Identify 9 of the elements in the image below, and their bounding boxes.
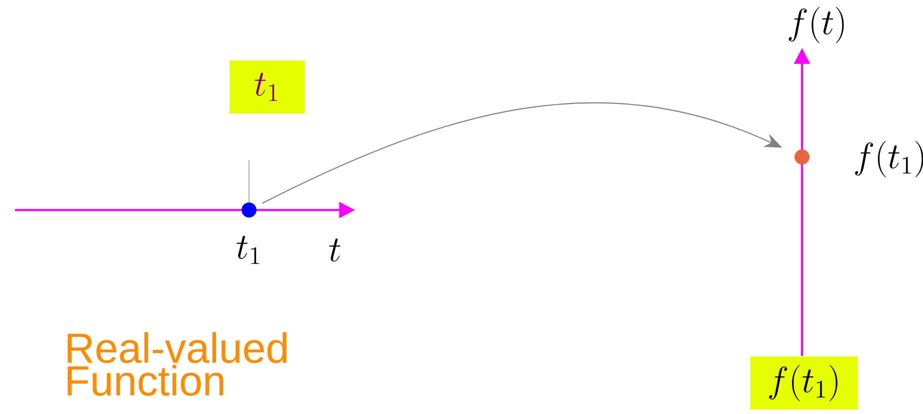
axis-label: $t$ xyxy=(329,238,340,262)
point-label: $f(t_1)$ xyxy=(855,140,923,178)
axis-label: $t_1$ xyxy=(236,236,260,264)
point-dot xyxy=(242,202,256,218)
axis-label: $f(t)$ xyxy=(788,6,844,44)
heading: Real-valued Function xyxy=(68,332,286,396)
highlight-box: $f(t_1)$ xyxy=(750,356,858,410)
highlight-box: $t_1$ xyxy=(230,60,304,114)
point-dot xyxy=(794,150,810,164)
